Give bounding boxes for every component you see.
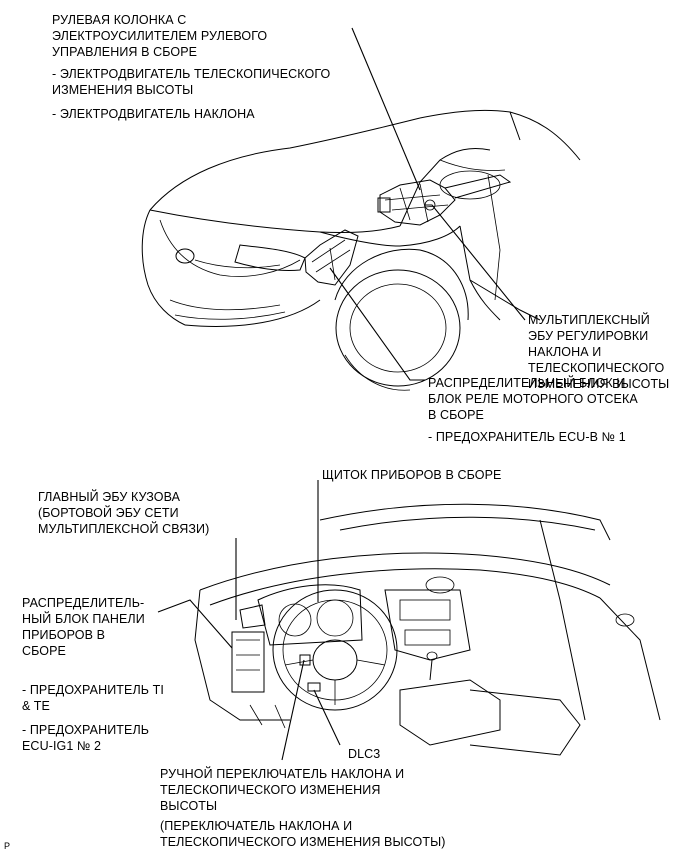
label-engine-relay-block: РАСПРЕДЕЛИТЕЛЬНЫЙ БЛОК И БЛОК РЕЛЕ МОТОР…	[428, 376, 638, 422]
label-tilt-switch: РУЧНОЙ ПЕРЕКЛЮЧАТЕЛЬ НАКЛОНА И ТЕЛЕСКОПИ…	[160, 767, 405, 813]
leader-engine-block	[329, 267, 425, 381]
label-fuse-ecu-ig1: - ПРЕДОХРАНИТЕЛЬ ECU-IG1 № 2	[22, 723, 150, 753]
leader-multiplex-ecu	[425, 204, 526, 321]
label-tilt-switch-alt: (ПЕРЕКЛЮЧАТЕЛЬ НАКЛОНА И ТЕЛЕСКОПИЧЕСКОГ…	[160, 819, 446, 849]
label-panel-junction-block: РАСПРЕДЕЛИТЕЛЬ- НЫЙ БЛОК ПАНЕЛИ ПРИБОРОВ…	[22, 596, 145, 658]
label-tilt-motor: - ЭЛЕКТРОДВИГАТЕЛЬ НАКЛОНА	[52, 107, 255, 121]
engine-relay-block-drawing	[304, 229, 359, 286]
label-fuse-ecu-b: - ПРЕДОХРАНИТЕЛЬ ECU-B № 1	[428, 430, 626, 444]
label-multiplex-ecu: МУЛЬТИПЛЕКСНЫЙ ЭБУ РЕГУЛИРОВКИ НАКЛОНА И…	[528, 313, 670, 391]
label-instrument-cluster: ЩИТОК ПРИБОРОВ В СБОРЕ	[322, 468, 502, 482]
leader-steering-column	[351, 27, 421, 191]
label-telescopic-motor: - ЭЛЕКТРОДВИГАТЕЛЬ ТЕЛЕСКОПИЧЕСКОГО ИЗМЕ…	[52, 67, 331, 97]
label-steering-column: РУЛЕВАЯ КОЛОНКА С ЭЛЕКТРОУСИЛИТЕЛЕМ РУЛЕ…	[52, 13, 268, 59]
leader-dlc3	[313, 689, 341, 746]
label-fuse-ti-te: - ПРЕДОХРАНИТЕЛЬ TI & TE	[22, 683, 164, 713]
steering-column-drawing	[377, 174, 512, 226]
label-dlc3: DLC3	[348, 747, 381, 761]
page-marker: P	[4, 841, 11, 851]
interior-drawing	[194, 503, 661, 756]
leader-tilt-switch	[281, 659, 305, 761]
label-main-body-ecu: ГЛАВНЫЙ ЭБУ КУЗОВА (БОРТОВОЙ ЭБУ СЕТИ МУ…	[38, 490, 210, 536]
car-exterior-drawing	[141, 109, 581, 391]
leader-panel-junction-block	[157, 599, 233, 649]
